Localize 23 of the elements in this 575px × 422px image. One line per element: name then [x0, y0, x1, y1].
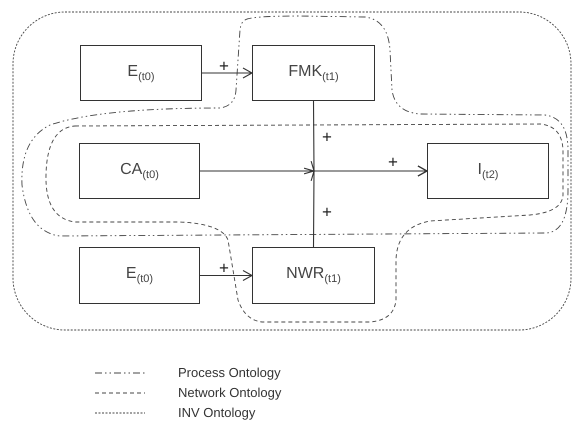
- edge-label: +: [322, 128, 332, 146]
- process-box: [252, 247, 375, 304]
- legend-label: Network Ontology: [178, 385, 282, 400]
- edge-label: +: [388, 154, 398, 170]
- edge-label: +: [219, 58, 229, 74]
- arrow: [304, 166, 427, 247]
- legend-label: Process Ontology: [178, 365, 281, 380]
- node-label: NWR$_{(t1)}$: [286, 265, 341, 286]
- node-label: E$_{(t0)}$: [127, 62, 155, 84]
- edge-label: +: [219, 260, 229, 276]
- arrow: [202, 67, 253, 79]
- process-box: [79, 247, 200, 304]
- process-box: [252, 45, 375, 101]
- process-box: [427, 143, 549, 199]
- node-label: E$_{(t0)}$: [126, 265, 154, 286]
- node-label: I$_{(t2)}$: [478, 160, 498, 182]
- process-box: [80, 45, 202, 101]
- node-label: FMK$_{(t1)}$: [288, 62, 339, 84]
- node-label: CA$_{(t0)}$: [120, 160, 159, 182]
- process-box: [79, 143, 200, 199]
- legend-label: INV Ontology: [178, 405, 256, 420]
- arrow: [200, 270, 253, 282]
- edge-label: +: [322, 204, 332, 220]
